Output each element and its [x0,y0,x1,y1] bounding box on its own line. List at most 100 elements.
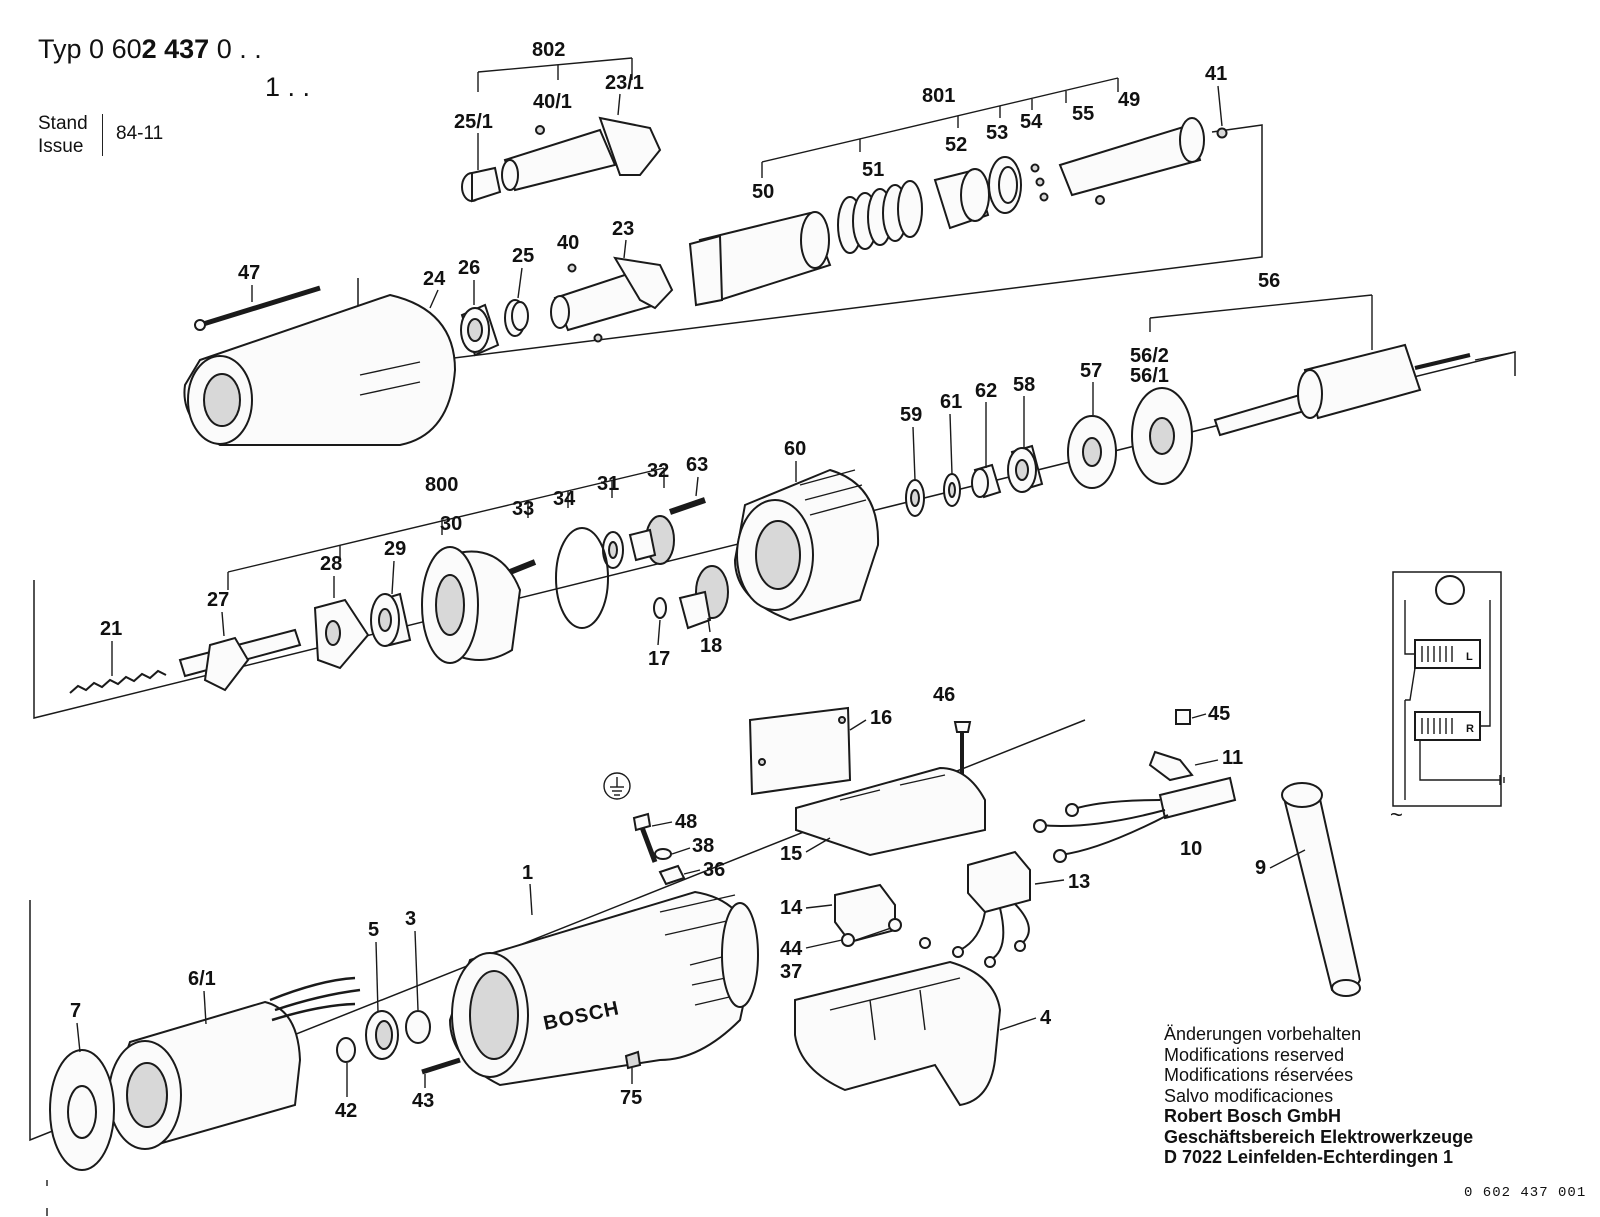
model-suffix: 0 . . [216,34,262,64]
issue-label: Issue [38,136,84,157]
part-23-shaft: 40 23 [550,218,674,343]
part-25-1: 25/1 [454,111,502,203]
part-1-motor-housing: BOSCH 1 [448,862,759,1087]
part-3-bushing: 3 [405,908,431,1044]
label-36: 36 [703,859,725,881]
footer-division: Geschäftsbereich Elektrowerkzeuge [1164,1126,1474,1147]
part-63-screw: 63 [669,454,708,515]
part-46-screw: 46 [933,684,972,776]
typ-label: Typ [38,34,82,64]
label-802: 802 [532,39,565,61]
label-14: 14 [780,897,803,919]
part-53-ring: 53 [986,122,1022,214]
part-30-end-shield: 30 [421,513,522,664]
part-75-screw: 75 [620,1050,642,1109]
part-41-ball: 41 [1205,63,1228,139]
part-21-spring: 21 [69,618,167,694]
label-5: 5 [368,919,379,941]
part-27-shaft: 27 [178,589,302,692]
part-24-gear-housing: 24 [183,268,457,446]
label-61: 61 [940,391,962,413]
label-3: 3 [405,908,416,930]
label-54: 54 [1020,111,1043,133]
label-25: 25 [512,245,534,267]
label-56-2: 56/2 [1130,345,1169,367]
circuit-ac-symbol: ~ [1390,802,1403,827]
label-63: 63 [686,454,708,476]
label-53: 53 [986,122,1008,144]
document-number: 0 602 437 001 [1464,1185,1587,1201]
footer-company: Robert Bosch GmbH [1164,1106,1342,1126]
part-42-sleeve: 42 [335,1037,357,1122]
label-40-1: 40/1 [533,91,572,113]
model-prefix: 0 60 [89,34,142,64]
label-17: 17 [648,648,670,670]
part-61-washer: 61 [940,391,962,507]
part-13-suppressor: 13 [919,850,1090,968]
part-51-spring: 51 [837,159,923,254]
label-26: 26 [458,257,480,279]
label-41: 41 [1205,63,1227,85]
part-57-flange: 57 [1067,360,1117,489]
label-28: 28 [320,553,342,575]
part-48-screw: 48 [632,811,697,863]
earth-symbol [603,772,631,800]
bracket-801: 801 [761,77,1119,178]
label-23: 23 [612,218,634,240]
part-5-ring: 5 [365,919,399,1060]
label-37: 37 [780,961,802,983]
part-60-motor-housing: 60 [733,438,880,622]
part-17-washer: 17 [648,597,670,670]
issue-date: 84-11 [116,123,164,144]
footer-line-4: Salvo modificaciones [1164,1085,1334,1106]
part-58-bearing: 58 [1007,374,1044,493]
wiring-circuit-diagram: L R ~ [1390,571,1505,827]
bracket-800: 800 33 34 31 32 [227,460,669,590]
model-variant: 1 . . [265,72,311,102]
label-38: 38 [692,835,714,857]
label-16: 16 [870,707,892,729]
part-29-bearing: 29 [370,538,412,647]
part-23-1-shaft: 40/1 23/1 [501,72,662,192]
label-62: 62 [975,380,997,402]
label-15: 15 [780,843,802,865]
part-62-sleeve: 62 [971,380,1002,499]
label-55: 55 [1072,103,1094,125]
part-33-pin [508,559,537,575]
label-45: 45 [1208,703,1230,725]
circuit-switch-label-l: L [1466,651,1473,663]
part-38-washer: 38 [654,835,714,860]
label-34: 34 [553,488,576,510]
part-34-o-ring [555,527,609,629]
label-40: 40 [557,232,579,254]
part-9-cable-sleeve: 9 [1255,782,1362,997]
footer-line-1: Änderungen vorbehalten [1164,1024,1362,1044]
part-18-gear: 18 [678,565,729,657]
label-60: 60 [784,438,806,460]
model-bold: 2 437 [141,34,210,64]
part-45-screw: 45 [1175,703,1230,725]
part-10-cable: 10 [1033,776,1237,863]
bracket-56: 56 56/2 56/1 [1130,270,1373,387]
label-52: 52 [945,134,967,156]
label-42: 42 [335,1100,357,1122]
label-13: 13 [1068,871,1090,893]
label-44: 44 [780,938,803,960]
label-4: 4 [1040,1007,1052,1029]
stand-label: Stand [38,113,88,134]
label-48: 48 [675,811,697,833]
part-49-spindle: 55 49 [1058,89,1205,205]
label-24: 24 [423,268,446,290]
label-27: 27 [207,589,229,611]
part-56-armature [1213,343,1471,437]
label-59: 59 [900,404,922,426]
frame-row-3 [29,719,1086,1142]
label-75: 75 [620,1087,642,1109]
label-51: 51 [862,159,884,181]
label-49: 49 [1118,89,1140,111]
part-4-handle: 4 [794,960,1052,1107]
part-36-terminal: 36 [658,859,725,886]
part-25-ring: 25 [504,245,534,337]
